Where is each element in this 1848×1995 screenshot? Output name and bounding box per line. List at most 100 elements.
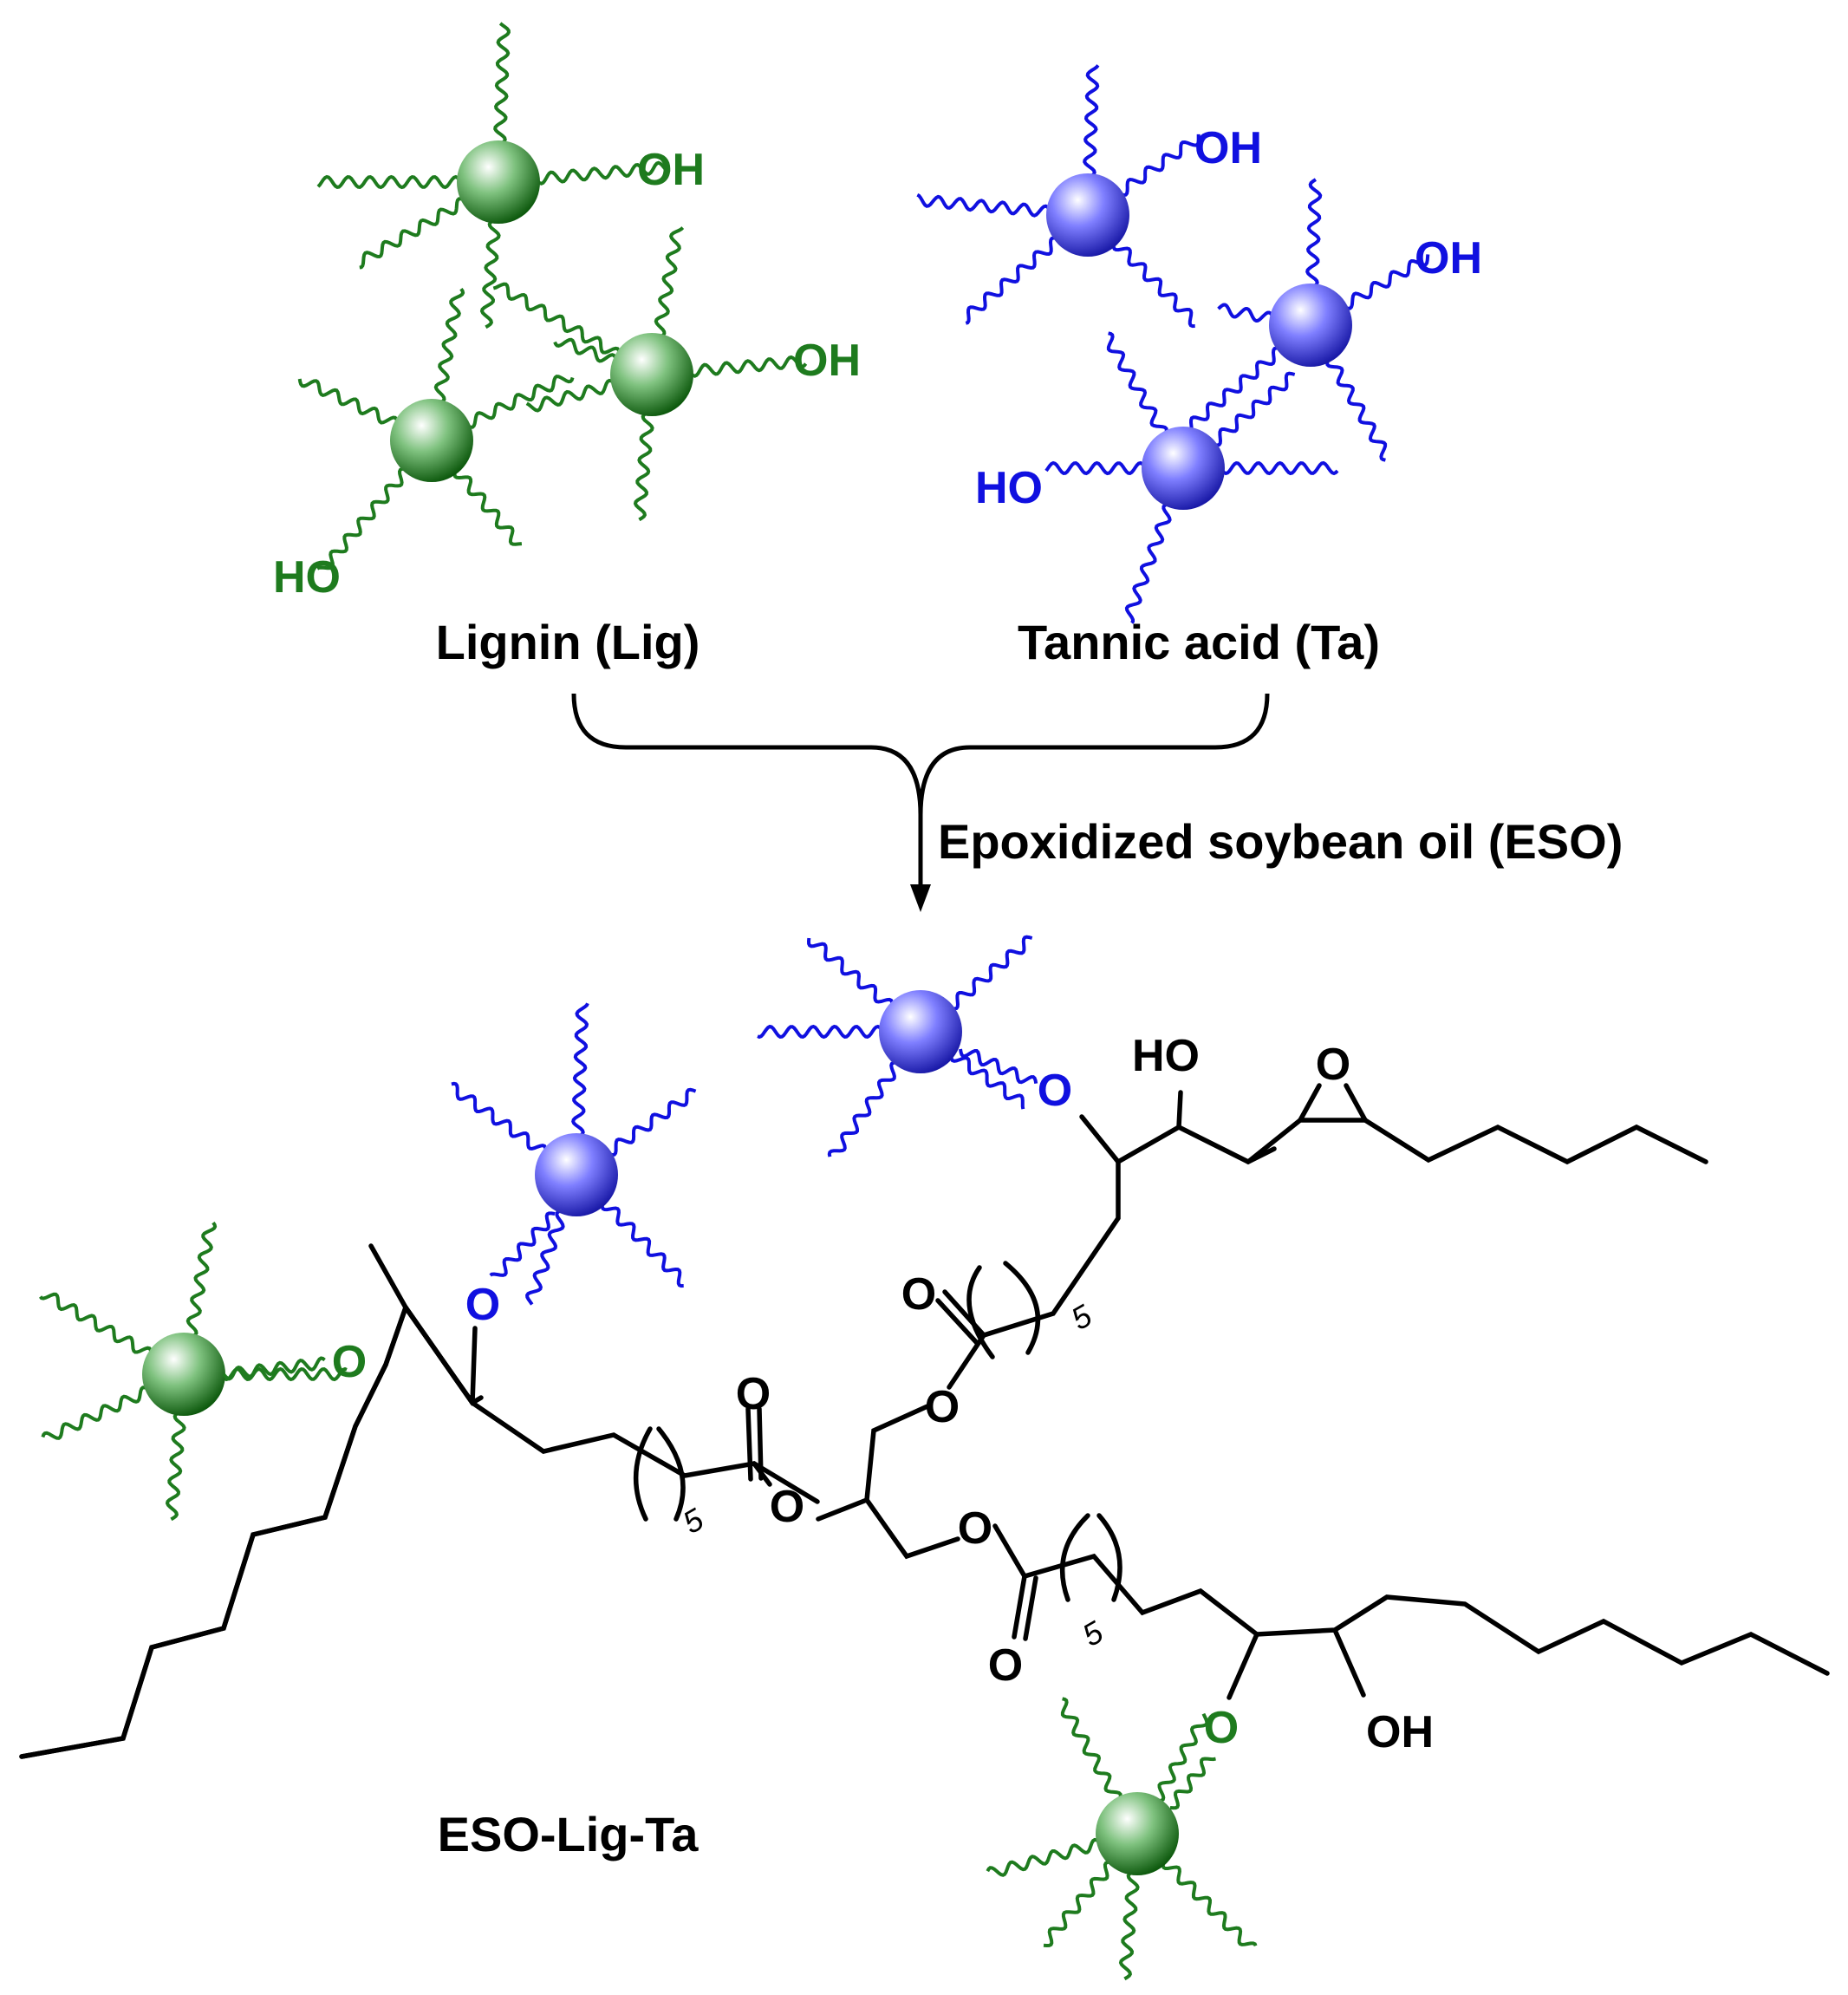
wavy-arm bbox=[1219, 460, 1339, 476]
sphere bbox=[879, 990, 962, 1073]
wavy-arm bbox=[1060, 1697, 1122, 1803]
atom-o-ester-upper: O bbox=[925, 1382, 960, 1432]
tannic-ho: HO bbox=[975, 463, 1043, 513]
wavy-arm bbox=[948, 935, 1033, 1011]
lignin-sphere-1 bbox=[316, 22, 671, 329]
wavy-arm bbox=[1342, 254, 1430, 310]
arrowhead bbox=[910, 884, 931, 912]
wavy-arm bbox=[451, 1081, 548, 1154]
backbone-skeleton bbox=[19, 1083, 1830, 1759]
lignin-link-lower bbox=[1169, 1757, 1216, 1810]
wavy-arm bbox=[41, 1385, 151, 1440]
wavy-arm bbox=[606, 1087, 697, 1157]
repeat-count-lower: 5 bbox=[1077, 1614, 1110, 1653]
sphere bbox=[1142, 427, 1225, 510]
tannic-oh-2: OH bbox=[1415, 233, 1482, 284]
tannic-sphere-product-left bbox=[451, 1002, 697, 1306]
atom-o-tannic-upper: O bbox=[1038, 1066, 1072, 1116]
sphere bbox=[1046, 173, 1129, 257]
wavy-arm bbox=[827, 1060, 900, 1157]
wavy-arm bbox=[1188, 346, 1283, 435]
wavy-arm bbox=[493, 22, 511, 147]
lignin-sphere-2 bbox=[492, 226, 808, 522]
atom-o-lignin-lower: O bbox=[1204, 1703, 1239, 1753]
reagent-label: Epoxidized soybean oil (ESO) bbox=[938, 814, 1623, 869]
wavy-arm bbox=[757, 1024, 885, 1040]
wavy-arm bbox=[465, 375, 575, 429]
wavy-arm bbox=[1305, 178, 1323, 290]
wavy-arm bbox=[1118, 1869, 1140, 1981]
lignin-label: Lignin (Lig) bbox=[436, 615, 700, 669]
sphere bbox=[142, 1333, 225, 1416]
wavy-arm bbox=[297, 378, 400, 425]
tannic-link-upper bbox=[959, 1048, 1038, 1085]
repeat-count-upper: 5 bbox=[1065, 1297, 1099, 1337]
wavy-arm bbox=[986, 1837, 1103, 1877]
lignin-reactant bbox=[297, 22, 808, 570]
lignin-sphere-3 bbox=[297, 288, 575, 570]
wavy-arm bbox=[359, 197, 467, 270]
wavy-arm bbox=[553, 337, 619, 363]
repeat-count-left: 5 bbox=[677, 1501, 711, 1541]
wavy-arm bbox=[1217, 303, 1276, 323]
wavy-arm bbox=[479, 218, 501, 329]
product-spheres bbox=[39, 935, 1258, 1981]
atom-o-carbonyl-lower: O bbox=[988, 1640, 1023, 1691]
sphere bbox=[610, 333, 693, 416]
wavy-arm bbox=[525, 378, 617, 413]
atom-o-carbonyl-left: O bbox=[736, 1369, 771, 1419]
lignin-sphere-product-lower bbox=[986, 1697, 1258, 1981]
wavy-arm bbox=[654, 226, 685, 340]
repeat-brackets bbox=[633, 1261, 1122, 1602]
atom-o-tannic-left: O bbox=[465, 1280, 500, 1330]
wavy-arm bbox=[433, 288, 465, 406]
wavy-arm bbox=[1043, 1860, 1114, 1948]
wavy-arm bbox=[1111, 241, 1195, 329]
wavy-arm bbox=[965, 236, 1060, 325]
wavy-arm bbox=[1106, 331, 1168, 437]
sphere bbox=[1269, 284, 1352, 367]
wavy-arm bbox=[1083, 64, 1100, 179]
wavy-arm bbox=[600, 1201, 684, 1288]
wavy-arm bbox=[571, 1002, 589, 1139]
wavy-arm bbox=[687, 355, 808, 378]
wavy-arm bbox=[219, 1366, 348, 1382]
lignin-oh-1: OH bbox=[637, 145, 705, 195]
reaction-arrow bbox=[571, 693, 1270, 912]
wavy-arm bbox=[1325, 356, 1388, 462]
atom-o-lignin-left: O bbox=[332, 1337, 367, 1387]
sphere bbox=[390, 399, 473, 482]
sphere bbox=[535, 1133, 618, 1216]
product-label: ESO-Lig-Ta bbox=[438, 1807, 700, 1861]
atom-o-ester-lower: O bbox=[958, 1503, 992, 1554]
reactant-oh-labels: OH OH HO OH OH HO bbox=[273, 123, 1482, 603]
wavy-arm bbox=[1155, 1712, 1209, 1803]
wavy-arm bbox=[1117, 134, 1201, 198]
wavy-arm bbox=[1124, 501, 1172, 624]
wavy-arm bbox=[806, 937, 895, 1008]
wavy-arm bbox=[492, 282, 621, 356]
wavy-arm bbox=[39, 1292, 153, 1356]
wavy-arm bbox=[1044, 460, 1148, 476]
tannic-sphere-2 bbox=[1188, 178, 1430, 462]
wavy-arm bbox=[185, 1222, 218, 1340]
atom-o-carbonyl-upper: O bbox=[901, 1269, 936, 1320]
lignin-ho: HO bbox=[273, 552, 341, 603]
tannic-oh-1: OH bbox=[1194, 123, 1262, 173]
linking-oxygens: O O O O bbox=[332, 1066, 1239, 1753]
atom-o-ester-left: O bbox=[770, 1482, 804, 1532]
tannic-sphere-product-upper bbox=[757, 935, 1033, 1157]
wavy-arm bbox=[1161, 1860, 1258, 1947]
lignin-sphere-product-left bbox=[39, 1222, 348, 1522]
wavy-arm bbox=[1211, 371, 1296, 447]
tannic-acid-label: Tannic acid (Ta) bbox=[1018, 615, 1380, 669]
tannic-sphere-1 bbox=[916, 64, 1201, 329]
wavy-arm bbox=[165, 1410, 186, 1522]
lignin-oh-2: OH bbox=[793, 336, 861, 386]
wavy-arm bbox=[452, 468, 523, 546]
atom-oh-lower: OH bbox=[1366, 1707, 1434, 1757]
wavy-arm bbox=[316, 174, 463, 190]
tannic-link-left bbox=[489, 1211, 556, 1277]
wavy-arm bbox=[534, 160, 671, 186]
sphere bbox=[457, 140, 540, 224]
